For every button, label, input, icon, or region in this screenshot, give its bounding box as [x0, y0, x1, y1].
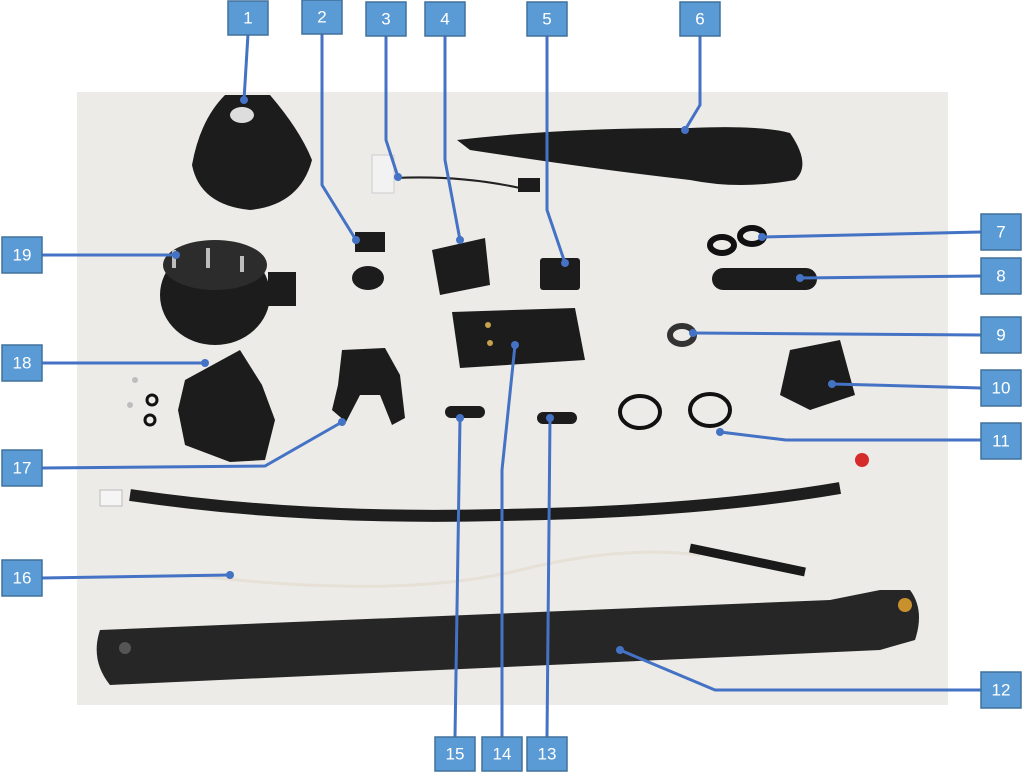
callout-3: 3: [365, 1, 407, 37]
callout-1: 1: [227, 0, 269, 36]
callout-label: 10: [992, 379, 1011, 398]
callout-label: 8: [996, 267, 1005, 286]
part-power-cable: [99, 453, 869, 522]
callout-8: 8: [980, 257, 1022, 295]
part-4-cover: [432, 238, 490, 295]
part-11-clamps: [618, 392, 732, 430]
callout-label: 17: [13, 459, 32, 478]
callout-16: 16: [1, 559, 43, 597]
callout-label: 13: [538, 745, 557, 764]
callout-13: 13: [526, 736, 568, 772]
part-3-led-cable: [371, 154, 540, 194]
part-8-link: [712, 268, 817, 290]
callout-15: 15: [434, 736, 476, 772]
callout-7: 7: [980, 213, 1022, 251]
callout-label: 11: [992, 432, 1010, 451]
callout-label: 19: [13, 246, 32, 265]
callout-9: 9: [980, 316, 1022, 354]
callout-12: 12: [980, 671, 1022, 709]
callout-17: 17: [1, 449, 43, 487]
part-13-pad: [537, 412, 577, 424]
part-12-carbon-arm: [96, 590, 919, 685]
part-6-propeller: [457, 127, 803, 185]
callout-18: 18: [1, 344, 43, 382]
callout-label: 16: [13, 569, 32, 588]
part-17-bracket: [332, 348, 405, 425]
callout-label: 18: [13, 354, 32, 373]
callout-label: 6: [695, 10, 704, 29]
callout-label: 15: [446, 745, 465, 764]
part-10-sleeve: [780, 340, 855, 410]
part-14-esc-board: [452, 308, 585, 368]
callout-4: 4: [424, 1, 466, 37]
callout-label: 7: [996, 223, 1005, 242]
part-18-clamp-base: [127, 350, 275, 462]
callout-label: 3: [381, 10, 390, 29]
callout-10: 10: [980, 369, 1022, 407]
callout-label: 12: [992, 681, 1011, 700]
callout-label: 14: [493, 745, 512, 764]
leader-lines: [41, 33, 982, 738]
callout-11: 11: [980, 422, 1022, 460]
callout-label: 4: [440, 10, 449, 29]
callout-19: 19: [1, 236, 43, 274]
callout-label: 9: [996, 326, 1005, 345]
part-16-antenna-cable: [189, 543, 806, 588]
callout-2: 2: [301, 0, 343, 35]
part-2-small-bracket: [352, 232, 385, 290]
callout-label: 5: [542, 10, 551, 29]
callout-6: 6: [679, 1, 721, 37]
callout-label: 1: [243, 9, 252, 28]
part-5-small-cover: [540, 258, 580, 290]
part-1-motor-mount-cover: [192, 95, 312, 210]
part-19-motor: [160, 240, 296, 345]
part-15-pad: [445, 406, 485, 418]
callout-label: 2: [317, 8, 326, 27]
callout-5: 5: [526, 1, 568, 37]
callout-14: 14: [481, 736, 523, 772]
